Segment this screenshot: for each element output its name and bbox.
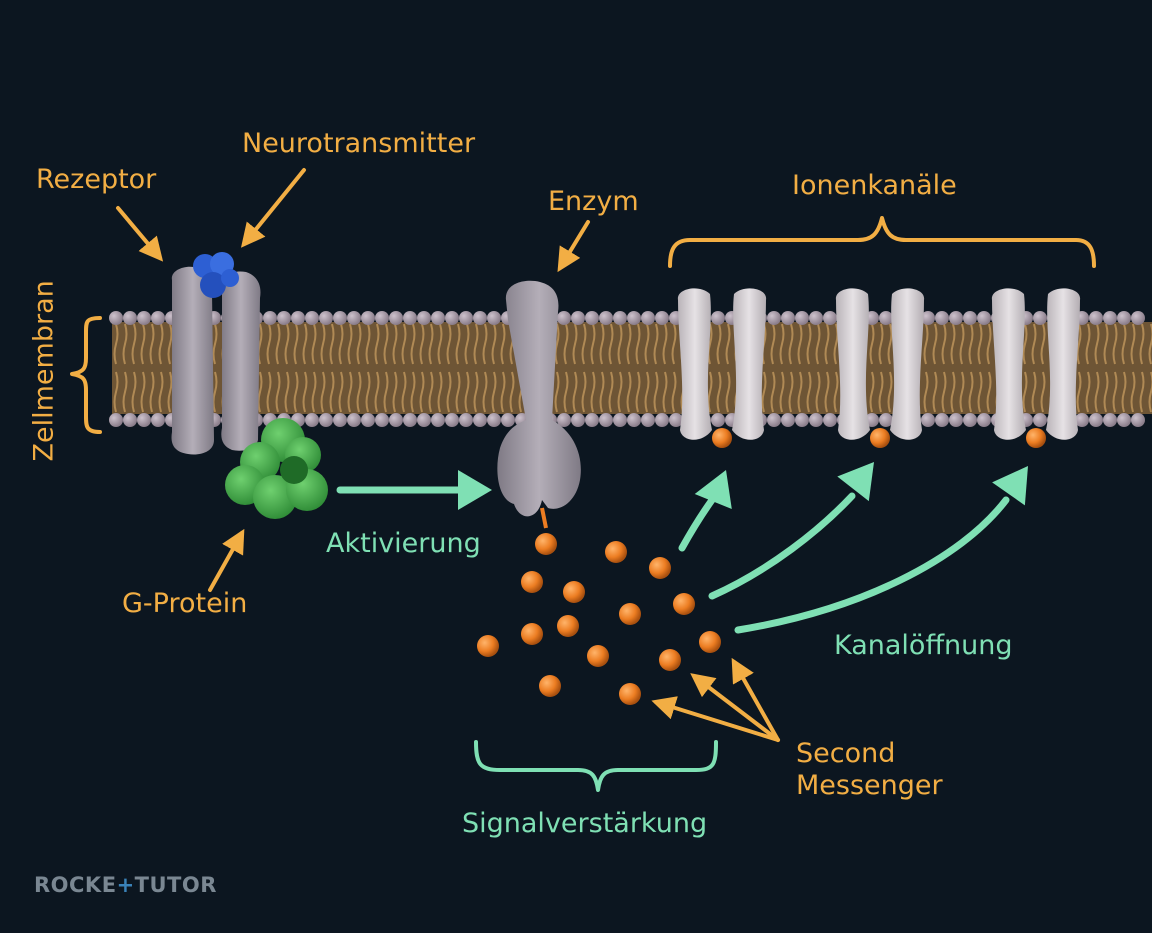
activation-label: Aktivierung (326, 530, 481, 557)
enzyme-label: Enzym (548, 188, 639, 215)
cell-membrane-label: Zellmembran (31, 302, 58, 462)
membrane-brace (72, 318, 100, 432)
signal-amplification-label: Signalverstärkung (462, 810, 707, 837)
logo-plus-icon: + (117, 873, 135, 897)
lipid-heads-inner (109, 413, 1145, 427)
brand-logo: ROCKE+TUTOR (34, 873, 217, 897)
logo-text-right: TUTOR (135, 873, 217, 897)
second-messenger-label-line2: Messenger (796, 772, 943, 799)
amplification-brace (476, 742, 716, 790)
ion-channels-brace (670, 218, 1094, 266)
neurotransmitter-label: Neurotransmitter (242, 130, 475, 157)
logo-text-left: ROCKE (34, 873, 117, 897)
second-messenger-label-line1: Second (796, 740, 895, 767)
channel-opening-label: Kanalöffnung (834, 632, 1013, 659)
g-protein-label: G-Protein (122, 590, 247, 617)
receptor-label: Rezeptor (36, 166, 156, 193)
ion-channels-label: Ionenkanäle (792, 172, 957, 199)
